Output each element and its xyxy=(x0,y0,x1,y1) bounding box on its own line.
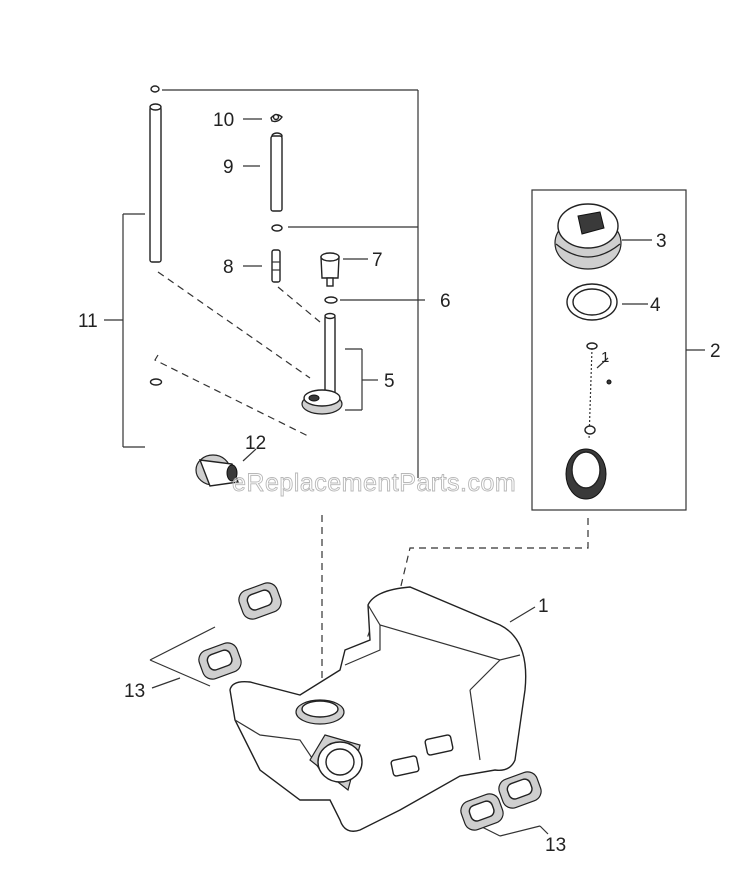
callout-10: 10 xyxy=(213,110,234,131)
callout-7: 7 xyxy=(372,250,383,271)
gasket-part xyxy=(566,283,618,321)
fitting-part xyxy=(271,249,281,283)
callout-1-tether: 1 xyxy=(601,349,609,366)
callout-2: 2 xyxy=(710,341,721,362)
grommets-right-part xyxy=(460,771,542,831)
callout-13-right: 13 xyxy=(545,835,566,856)
fuel-tank-part xyxy=(229,586,527,832)
callout-8: 8 xyxy=(223,257,234,278)
callout-3: 3 xyxy=(656,231,667,252)
callout-6: 6 xyxy=(440,291,451,312)
long-fuel-hose xyxy=(149,85,162,263)
grommets-left-part xyxy=(198,582,282,680)
callout-12: 12 xyxy=(245,433,266,454)
callout-11: 11 xyxy=(78,311,98,332)
callout-4: 4 xyxy=(650,295,661,316)
return-hose xyxy=(147,378,286,607)
callout-9: 9 xyxy=(223,157,234,178)
filter-part xyxy=(320,252,340,287)
leader-lines xyxy=(104,89,705,837)
callout-13-left: 13 xyxy=(124,681,145,702)
callout-1: 1 xyxy=(538,596,549,617)
tether-part xyxy=(584,342,612,441)
pickup-assembly-part xyxy=(301,312,343,415)
o-ring-part xyxy=(324,296,338,304)
callout-labels: 10 9 8 7 6 11 5 12 3 4 2 1 1 13 13 xyxy=(78,110,721,856)
callout-5: 5 xyxy=(384,371,395,392)
fuel-cap-part xyxy=(554,203,622,270)
clip-part xyxy=(270,113,283,123)
short-hose-part xyxy=(270,132,283,232)
cap-insert-part xyxy=(565,448,607,500)
watermark: eReplacementParts.com xyxy=(232,469,516,497)
elbow-filter-part xyxy=(195,454,239,487)
